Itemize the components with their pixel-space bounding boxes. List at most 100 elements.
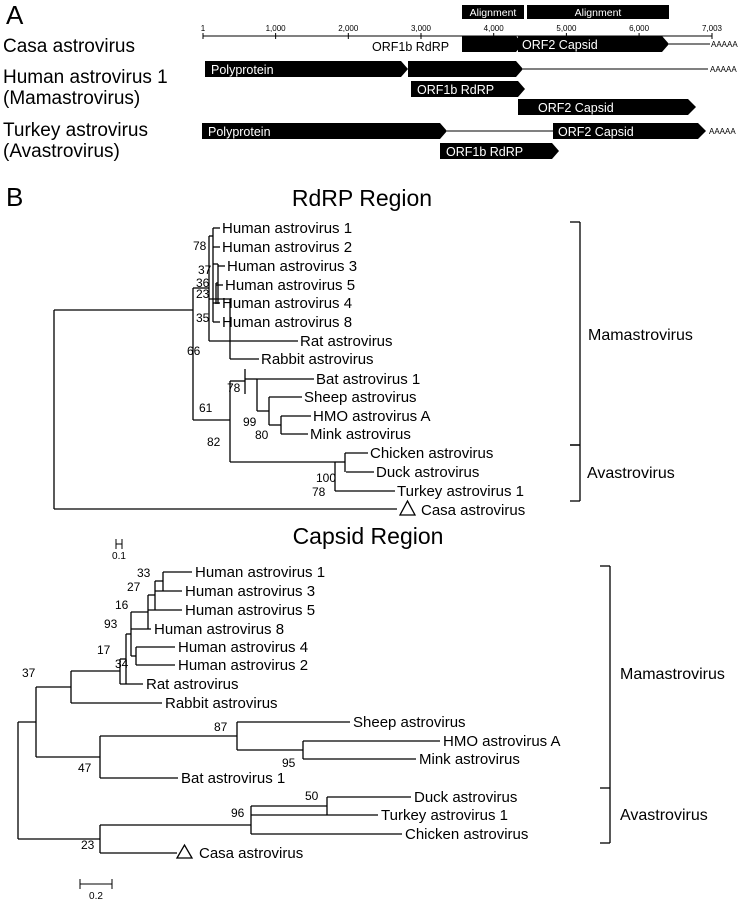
turkey-orf1b-label: ORF1b RdRP [446, 145, 523, 159]
turkey-orf2-arrow [553, 123, 706, 139]
casa-orf2-arrow [518, 36, 669, 52]
rdrp-taxon-label: Duck astrovirus [376, 464, 479, 481]
capsid-taxon-label: Casa astrovirus [199, 845, 303, 862]
turkey-orf1b-arrow [440, 143, 559, 159]
capsid-bootstrap-label: 37 [22, 666, 36, 680]
capsid-bootstrap-label: 96 [231, 806, 245, 820]
capsid-taxon-label: Rabbit astrovirus [165, 695, 278, 712]
scale-tick-label: 1 [201, 24, 206, 33]
genome-name-turkey-2: (Avastrovirus) [3, 141, 120, 162]
rdrp-taxon-label: Human astrovirus 1 [222, 220, 352, 237]
casa-orf1b-arrow [462, 36, 523, 52]
rdrp-taxon-label: Human astrovirus 3 [227, 258, 357, 275]
human-polyprotein-arrow-2 [408, 61, 523, 77]
capsid-taxon-label: Rat astrovirus [146, 676, 239, 693]
rdrp-taxon-label: HMO astrovirus A [313, 408, 431, 425]
rdrp-bootstrap-label: 66 [187, 344, 201, 358]
genome-name-human-1: Human astrovirus 1 [3, 67, 168, 88]
rdrp-bootstrap-label: 80 [255, 428, 269, 442]
genome-casa: ORF1b RdRP ORF2 Capsid AAAAA [372, 36, 738, 54]
rdrp-title: RdRP Region [292, 185, 432, 211]
scale-tick-label: 4,000 [484, 24, 505, 33]
capsid-bootstrap-label: 16 [115, 598, 129, 612]
human-polyprotein-label: Polyprotein [211, 63, 274, 77]
genome-name-casa: Casa astrovirus [3, 36, 135, 57]
rdrp-bootstrap-label: 35 [196, 311, 210, 325]
capsid-bootstrap-label: 23 [81, 838, 95, 852]
rdrp-taxon-label: Sheep astrovirus [304, 389, 417, 406]
rdrp-taxon-label: Mink astrovirus [310, 426, 411, 443]
rdrp-taxon-label: Rabbit astrovirus [261, 351, 374, 368]
turkey-polya: AAAAA [709, 127, 736, 136]
scale-tick-label: 1,000 [266, 24, 287, 33]
rdrp-tree: Human astrovirus 1 Human astrovirus 2 Huma… [53, 220, 693, 519]
rdrp-taxon-label: Chicken astrovirus [370, 445, 493, 462]
capsid-taxon-label: Human astrovirus 4 [178, 639, 308, 656]
capsid-taxon-label: Chicken astrovirus [405, 826, 528, 843]
capsid-bootstrap-label: 33 [137, 566, 151, 580]
capsid-taxon-label: Bat astrovirus 1 [181, 770, 285, 787]
rdrp-bootstrap-label: 99 [243, 415, 257, 429]
rdrp-bootstrap-label: 23 [196, 287, 210, 301]
rdrp-bootstrap-label: 78 [193, 239, 207, 253]
rdrp-taxon-label: Casa astrovirus [421, 502, 525, 519]
rdrp-bootstrap-label: 37 [198, 263, 212, 277]
human-orf2-label: ORF2 Capsid [538, 101, 614, 115]
genome-name-turkey-1: Turkey astrovirus [3, 120, 148, 141]
rdrp-casa-triangle-icon [398, 499, 417, 516]
capsid-bootstrap-label: 50 [305, 789, 319, 803]
rdrp-bootstrap-label: 82 [207, 435, 221, 449]
rdrp-group-label: Mamastrovirus [588, 327, 693, 344]
panel-label-b: B [6, 182, 23, 212]
scale-tick-label: 6,000 [629, 24, 650, 33]
capsid-title: Capsid Region [293, 523, 444, 549]
rdrp-taxon-label: Turkey astrovirus 1 [397, 483, 524, 500]
rdrp-scale-label: 0.1 [112, 551, 126, 562]
rdrp-taxon-label: Human astrovirus 8 [222, 314, 352, 331]
genome-turkey: Polyprotein ORF2 Capsid AAAAA ORF1b RdRP [202, 123, 736, 159]
human-polyprotein-arrow [205, 61, 408, 77]
turkey-polyprotein-label: Polyprotein [208, 125, 271, 139]
scale-tick-label: 5,000 [556, 24, 577, 33]
capsid-taxon-label: Human astrovirus 2 [178, 657, 308, 674]
capsid-bootstrap-label: 27 [127, 580, 141, 594]
capsid-bootstrap-label: 17 [97, 643, 111, 657]
capsid-bootstrap-label: 47 [78, 761, 92, 775]
rdrp-bootstrap-label: 36 [196, 276, 210, 290]
turkey-orf2-label: ORF2 Capsid [558, 125, 634, 139]
rdrp-bootstrap-label: 61 [199, 401, 213, 415]
capsid-group-label: Avastrovirus [620, 807, 708, 824]
capsid-taxon-label: Duck astrovirus [414, 789, 517, 806]
rdrp-bootstrap-label: 100 [316, 471, 336, 485]
capsid-bootstrap-label: 34 [115, 657, 129, 671]
human-polya: AAAAA [710, 65, 737, 74]
rdrp-taxon-label: Human astrovirus 5 [225, 277, 355, 294]
capsid-bootstrap-label: 87 [214, 720, 228, 734]
rdrp-bootstrap-label: 78 [312, 485, 326, 499]
genome-name-human-2: (Mamastrovirus) [3, 88, 140, 109]
alignment-label-rdrp: Alignment [470, 7, 517, 19]
human-orf1b-arrow [411, 81, 525, 97]
casa-orf1b-label: ORF1b RdRP [372, 40, 449, 54]
rdrp-taxon-label: Human astrovirus 4 [222, 295, 352, 312]
capsid-taxon-label: Sheep astrovirus [353, 714, 466, 731]
capsid-taxon-label: Mink astrovirus [419, 751, 520, 768]
rdrp-taxon-label: Human astrovirus 2 [222, 239, 352, 256]
capsid-taxon-label: HMO astrovirus A [443, 733, 561, 750]
panel-label-a: A [6, 0, 24, 30]
rdrp-scale-bar: 0.1 [112, 539, 126, 562]
casa-polya: AAAAA [711, 40, 738, 49]
capsid-taxon-label: Human astrovirus 8 [154, 621, 284, 638]
turkey-polyprotein-arrow [202, 123, 447, 139]
capsid-scale-bar: 0.2 [79, 879, 113, 902]
human-orf2-arrow [518, 99, 696, 115]
alignment-label-capsid: Alignment [575, 7, 622, 19]
capsid-group-label: Mamastrovirus [620, 666, 725, 683]
genome-human: Polyprotein AAAAA ORF1b RdRP ORF2 Capsid [205, 61, 737, 115]
alignment-bar-capsid [527, 5, 669, 19]
capsid-scale-label: 0.2 [89, 891, 103, 902]
alignment-bar-rdrp [462, 5, 524, 19]
scale-tick-label: 2,000 [338, 24, 359, 33]
